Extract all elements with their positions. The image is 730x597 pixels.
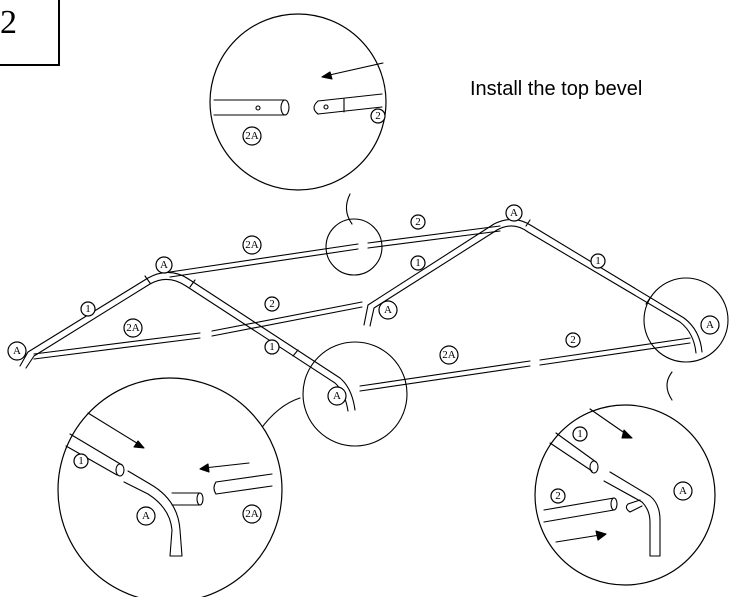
- svg-text:A: A: [510, 207, 518, 219]
- svg-text:2: 2: [375, 110, 381, 122]
- instruction-text: Install the top bevel: [470, 78, 643, 100]
- front-pipe-2: [539, 337, 691, 366]
- right-magnifier: [534, 277, 729, 586]
- svg-text:2: 2: [269, 298, 275, 310]
- top-magnifier: [209, 13, 387, 276]
- label-1-left-back: 1: [80, 301, 96, 317]
- ridge-pipe-2: [367, 225, 501, 249]
- label-2a-side: 2A: [123, 318, 143, 338]
- left-zoom-target: [302, 341, 408, 447]
- svg-text:2A: 2A: [245, 508, 259, 520]
- svg-text:2A: 2A: [245, 130, 259, 142]
- top-zoom-target: [325, 218, 383, 276]
- label-a-centre-foot: A: [327, 386, 347, 406]
- label-2-top-detail: 2: [370, 108, 386, 124]
- svg-text:2: 2: [415, 216, 421, 228]
- label-1-right-detail: 1: [572, 426, 588, 442]
- svg-text:2: 2: [570, 334, 576, 346]
- label-2-right-detail: 2: [550, 488, 566, 504]
- svg-text:A: A: [160, 259, 168, 271]
- svg-text:A: A: [142, 510, 150, 522]
- svg-text:1: 1: [269, 341, 275, 353]
- label-a-mid-foot: A: [378, 300, 398, 320]
- label-1-right-back: 1: [410, 255, 426, 271]
- joint-marks: [144, 219, 651, 357]
- label-1-left-detail: 1: [73, 453, 89, 469]
- side-pipe-2a: [33, 332, 201, 360]
- left-arch-pipe-outer: [19, 271, 356, 411]
- svg-text:2A: 2A: [245, 239, 259, 251]
- svg-text:1: 1: [85, 303, 91, 315]
- left-detail-circle: [57, 377, 283, 597]
- front-pipe-2a: [359, 360, 531, 392]
- label-2a-front: 2A: [439, 345, 459, 365]
- svg-text:1: 1: [595, 255, 601, 267]
- label-2-side: 2: [264, 296, 280, 312]
- step-number-box: 2: [0, 0, 60, 66]
- right-arch-pipe-inner: [373, 225, 697, 354]
- label-2a-ridge: 2A: [242, 235, 262, 255]
- label-a-left-detail: A: [136, 506, 156, 526]
- label-a-left-foot: A: [7, 341, 27, 361]
- svg-text:A: A: [13, 345, 21, 357]
- left-magnifier: [57, 341, 408, 597]
- svg-text:1: 1: [415, 257, 421, 269]
- svg-text:1: 1: [577, 428, 583, 440]
- svg-text:A: A: [679, 485, 687, 497]
- label-a-right-detail: A: [673, 481, 693, 501]
- right-zoom-target: [643, 277, 729, 363]
- top-detail-circle: [209, 13, 387, 191]
- svg-text:1: 1: [78, 455, 84, 467]
- side-pipe-2: [211, 301, 363, 337]
- label-1-left-front: 1: [264, 339, 280, 355]
- svg-text:A: A: [333, 390, 341, 402]
- right-arch-foot: [363, 304, 375, 327]
- svg-text:2: 2: [555, 490, 561, 502]
- right-arch-pipe-outer: [367, 218, 703, 353]
- frame-assembly: [19, 218, 703, 412]
- svg-text:2A: 2A: [126, 322, 140, 334]
- svg-text:A: A: [384, 304, 392, 316]
- label-2a-left-detail: 2A: [242, 504, 262, 524]
- label-2a-top-detail: 2A: [242, 126, 262, 146]
- label-2-front: 2: [565, 332, 581, 348]
- part-labels: 2A 2 A 2 2A A 1 1 1 2 A 2A A 1 2 A 2A A …: [7, 108, 720, 526]
- label-1-right-front: 1: [590, 253, 606, 269]
- label-a-right-peak: A: [505, 204, 523, 222]
- label-a-left-peak: A: [155, 256, 173, 274]
- label-2-ridge: 2: [410, 214, 426, 230]
- label-a-right-foot: A: [700, 315, 720, 335]
- svg-text:A: A: [706, 319, 714, 331]
- step-number: 2: [0, 4, 17, 41]
- svg-text:2A: 2A: [442, 349, 456, 361]
